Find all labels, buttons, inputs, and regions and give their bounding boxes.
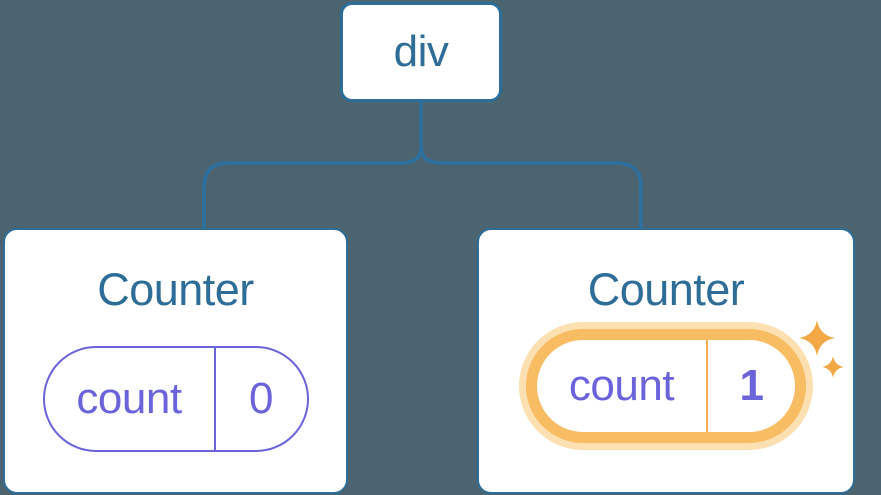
connector-left-branch	[202, 146, 423, 228]
root-node-label: div	[393, 27, 449, 76]
counter-title: Counter	[97, 264, 254, 315]
connector-right-branch	[419, 146, 643, 228]
state-pill: count 0	[42, 346, 309, 452]
state-value: 0	[249, 374, 273, 423]
state-value: 1	[739, 361, 764, 410]
state-pill-highlighted: count 1	[526, 329, 806, 443]
counter-card-left: Counter count 0	[3, 228, 348, 494]
tree-node-root: div	[340, 2, 502, 102]
counter-title: Counter	[587, 264, 745, 315]
counter-card-right: Counter count 1	[477, 228, 855, 494]
state-name: count	[45, 348, 216, 450]
state-name: count	[537, 340, 708, 432]
